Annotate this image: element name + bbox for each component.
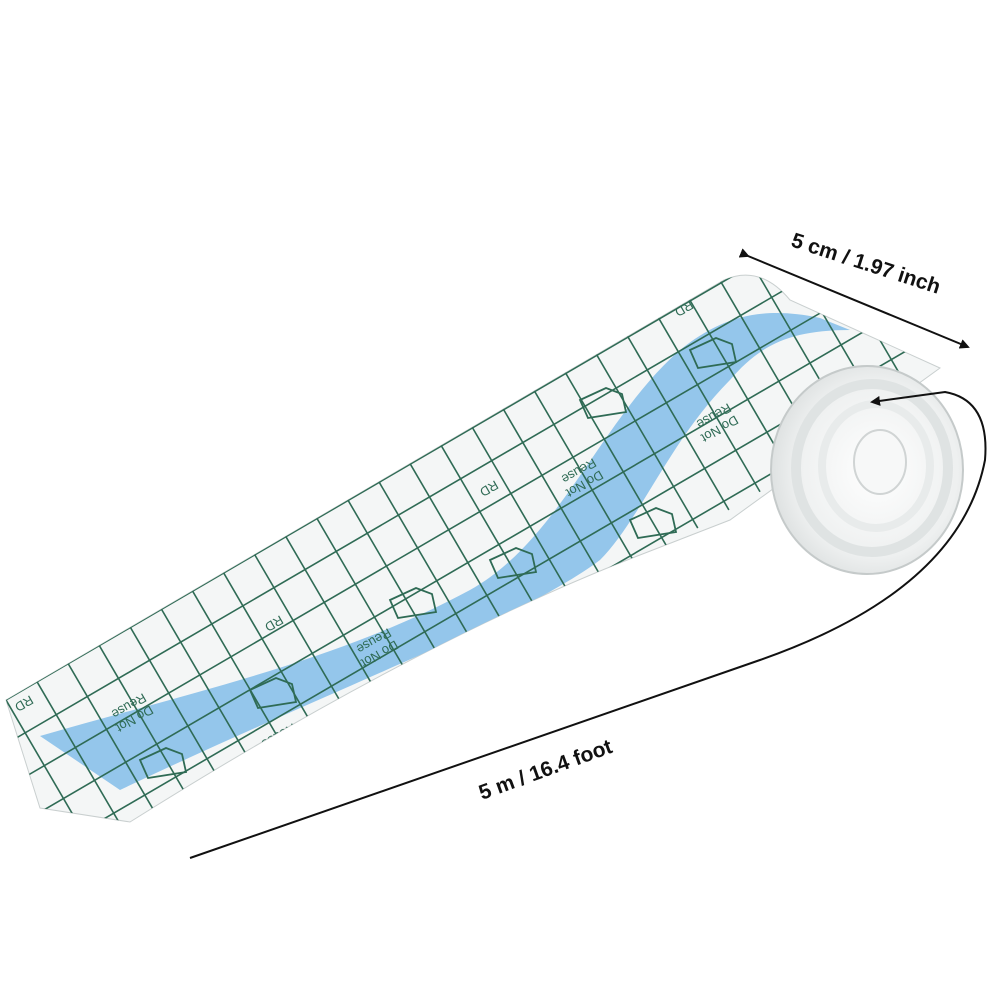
length-curve-arrow — [189, 390, 987, 859]
printed-mark — [628, 507, 678, 539]
roll-core — [853, 429, 907, 495]
blue-stripe — [40, 313, 850, 790]
printed-mark — [138, 747, 188, 779]
printed-mark — [688, 337, 738, 369]
printed-mark — [578, 387, 628, 419]
printed-mark — [418, 677, 468, 709]
printed-mark — [388, 587, 438, 619]
length-label: 5 m / 16.4 foot — [476, 735, 615, 805]
tape-roll — [770, 365, 964, 575]
width-arrow-line — [738, 248, 970, 349]
printed-mark — [488, 547, 538, 579]
grid-line — [6, 719, 15, 823]
width-label: 5 cm / 1.97 inch — [788, 229, 943, 299]
print-line-2: Reuse — [504, 615, 544, 647]
grid-line — [6, 275, 940, 754]
print-line-1: Do Not — [508, 627, 551, 660]
grid-line — [6, 275, 940, 721]
printed-mark — [248, 677, 298, 709]
roll-layers — [791, 379, 953, 557]
